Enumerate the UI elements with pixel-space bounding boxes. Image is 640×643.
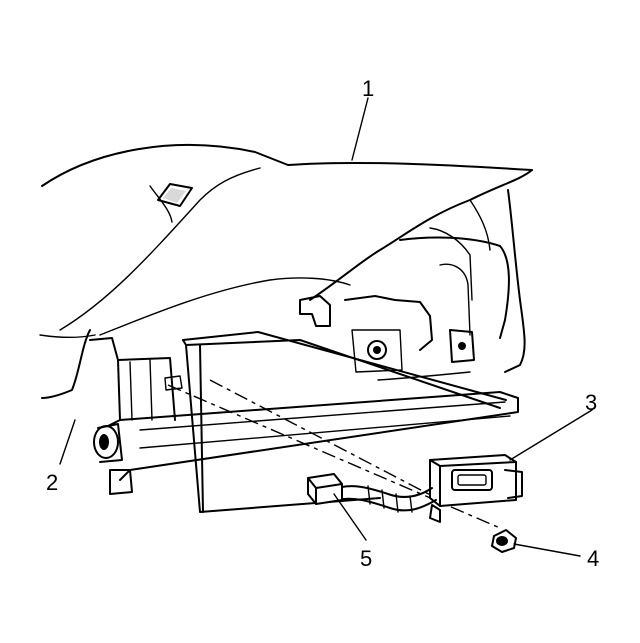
callout-1: 1 [362, 76, 374, 101]
callout-3: 3 [585, 390, 597, 415]
harness-connector [307, 473, 437, 513]
leader-lines [59, 97, 593, 557]
mounting-bracket-outline [164, 331, 507, 513]
callout-5: 5 [360, 546, 372, 571]
callout-labels: 1 2 3 4 5 [46, 76, 599, 571]
callout-2: 2 [46, 470, 58, 495]
bolt [491, 529, 517, 553]
callout-4: 4 [587, 546, 599, 571]
vehicle-body [41, 144, 533, 381]
control-module [429, 454, 523, 523]
